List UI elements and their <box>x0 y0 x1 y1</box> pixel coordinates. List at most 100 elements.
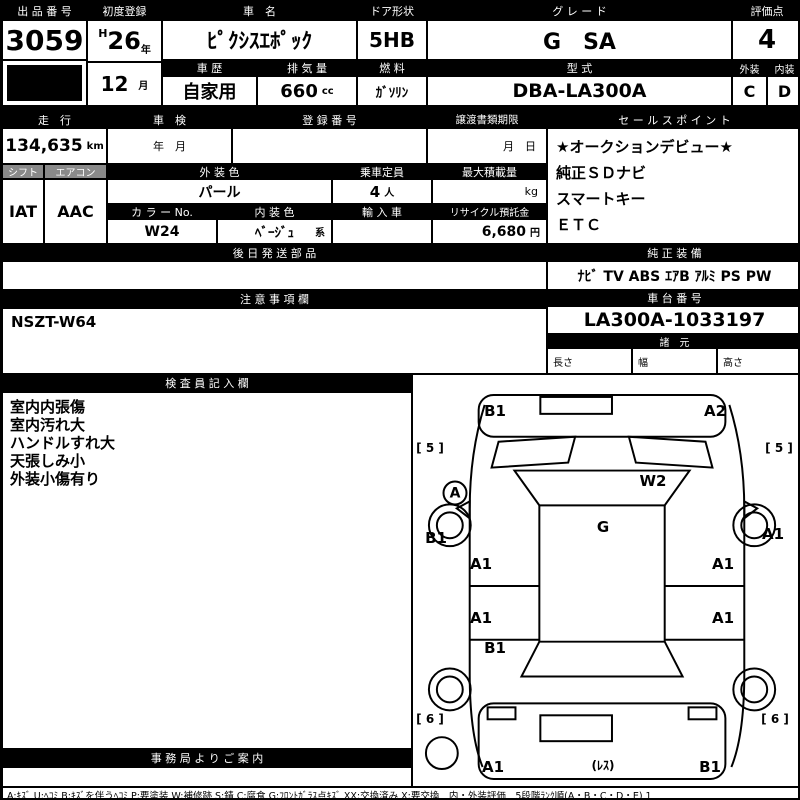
spec-height-cell: 高さ <box>717 348 798 374</box>
registration-no-header: 登 録 番 号 <box>232 111 427 128</box>
door-header: ドア形状 <box>357 2 427 20</box>
car-name-value: ﾋﾟｸｼｽｴﾎﾟｯｸ <box>162 20 357 60</box>
inspector-notes-header: 検 査 員 記 入 欄 <box>2 374 412 392</box>
recycle-deposit-value: 6,680 <box>481 223 526 240</box>
chassis-no-header: 車 台 番 号 <box>547 290 798 306</box>
grade-value: G SA <box>427 20 732 60</box>
sales-points-header: セ ー ル ス ポ イ ン ト <box>547 111 798 128</box>
exhibit-no-blackbox <box>2 60 87 106</box>
bracket-right-6: [ 6 ] <box>761 712 789 726</box>
spare-less-note: (ﾚｽ) <box>591 758 615 773</box>
section-divider <box>2 106 798 111</box>
mark-roof-g: G <box>596 518 610 536</box>
fuel-header: 燃 料 <box>357 60 427 76</box>
spec-header: 諸 元 <box>547 334 798 348</box>
first-reg-era: H <box>98 27 108 40</box>
interior-color-value: ﾍﾞｰｼﾞｭ <box>255 226 294 241</box>
fuel-value: ｶﾞｿﾘﾝ <box>357 76 427 106</box>
shift-value: IAT <box>2 179 44 244</box>
car-name-header: 車 名 <box>162 2 357 20</box>
color-no-header: カ ラ ー No. <box>107 204 217 219</box>
grade-header: グ レ ー ド <box>427 2 732 20</box>
caution-notes-header: 注 意 事 項 欄 <box>2 290 547 308</box>
model-header: 型 式 <box>427 60 732 76</box>
bracket-right-5: [ 5 ] <box>765 441 793 455</box>
office-info-header: 事 務 局 よ り ご 案 内 <box>2 749 412 767</box>
mark-rear-left-a1: A1 <box>481 758 505 776</box>
displacement-header: 排 気 量 <box>257 60 357 76</box>
mileage-value: 134,635 <box>5 136 83 156</box>
mark-left-quarter-b1: B1 <box>484 639 506 657</box>
aircon-value: AAC <box>44 179 107 244</box>
first-reg-year-cell: H 26 年 <box>87 20 162 62</box>
mark-right-door2-a1: A1 <box>711 609 735 627</box>
mark-left-fender-a: A <box>442 480 468 506</box>
registration-no-value <box>232 128 427 164</box>
spec-length-cell: 長さ <box>547 348 632 374</box>
exterior-color-value: パール <box>107 179 332 204</box>
history-value: 自家用 <box>162 76 257 106</box>
black-fill <box>7 65 82 101</box>
interior-color-header: 内 装 色 <box>217 204 332 219</box>
model-value: DBA-LA300A <box>427 76 732 106</box>
mark-right-edge-a1: A1 <box>761 525 785 543</box>
transfer-deadline-header: 譲渡書類期限 <box>427 111 547 128</box>
first-reg-month-unit: 月 <box>138 80 149 92</box>
spec-width-cell: 幅 <box>632 348 717 374</box>
mark-windshield-w2: W2 <box>639 472 667 490</box>
bracket-left-6: [ 6 ] <box>416 712 444 726</box>
first-reg-month-cell: 12 月 <box>87 62 162 106</box>
mileage-cell: 134,635 km <box>2 128 107 164</box>
mark-front-right-a2: A2 <box>703 402 727 420</box>
recycle-deposit-cell: 6,680 円 <box>432 219 547 244</box>
exterior-grade-header: 外装 <box>732 60 767 76</box>
transfer-deadline-value: 月 日 <box>427 128 547 164</box>
displacement-unit: cc <box>321 85 334 97</box>
chassis-no-value: LA300A-1033197 <box>547 306 798 334</box>
exhibit-no-header: 出 品 番 号 <box>2 2 87 20</box>
exterior-grade-value: C <box>732 76 767 106</box>
inspection-value: 年 月 <box>107 128 232 164</box>
mark-right-door-a1: A1 <box>711 555 735 573</box>
office-info-body <box>2 767 412 787</box>
aircon-header: エアコン <box>44 164 107 179</box>
car-top-view-drawing <box>424 393 777 780</box>
mark-front-left-b1: B1 <box>484 402 506 420</box>
legend-bar: A:ｷｽﾞ U:ﾍｺﾐ B:ｷｽﾞを伴うﾍｺﾐ P:要塗装 W:補修跡 S:錆 … <box>2 787 798 798</box>
door-value: 5HB <box>357 20 427 60</box>
later-parts-header: 後 日 発 送 部 品 <box>2 244 547 261</box>
first-reg-year: 26 <box>107 27 141 55</box>
score-header: 評価点 <box>732 2 798 20</box>
max-load-header: 最大積載量 <box>432 164 547 179</box>
history-header: 車 歴 <box>162 60 257 76</box>
genuine-equipment-value: ﾅﾋﾞ TV ABS ｴｱB ｱﾙﾐ PS PW <box>547 261 798 290</box>
mileage-unit: km <box>86 140 104 152</box>
first-reg-year-unit: 年 <box>140 45 151 56</box>
inspection-header: 車 検 <box>107 111 232 128</box>
shift-header: シフト <box>2 164 44 179</box>
exterior-color-header: 外 装 色 <box>107 164 332 179</box>
mileage-header: 走 行 <box>2 111 107 128</box>
max-load-value: kg <box>432 179 547 204</box>
capacity-header: 乗車定員 <box>332 164 432 179</box>
recycle-deposit-header: リサイクル預託金 <box>432 204 547 219</box>
displacement-value: 660 <box>280 80 318 102</box>
capacity-value: 4 <box>369 182 381 201</box>
capacity-unit: 人 <box>384 188 395 199</box>
sales-points-body: ★オークションデビュー★ 純正ＳＤナビ スマートキー ＥＴＣ <box>547 128 798 244</box>
score-value: 4 <box>732 20 798 60</box>
inspector-notes-body: 室内内張傷 室内汚れ大 ハンドルすれ大 天張しみ小 外装小傷有り <box>2 392 412 749</box>
genuine-equipment-header: 純 正 装 備 <box>547 244 798 261</box>
recycle-deposit-unit: 円 <box>530 228 540 239</box>
mark-left-door2-a1: A1 <box>469 609 493 627</box>
capacity-cell: 4 人 <box>332 179 432 204</box>
exhibit-no-value: 3059 <box>2 20 87 60</box>
first-reg-month: 12 <box>100 72 129 96</box>
first-reg-header: 初度登録 <box>87 2 162 20</box>
caution-notes-body: NSZT-W64 <box>2 308 547 374</box>
import-value <box>332 219 432 244</box>
mark-rear-right-b1: B1 <box>699 758 721 776</box>
